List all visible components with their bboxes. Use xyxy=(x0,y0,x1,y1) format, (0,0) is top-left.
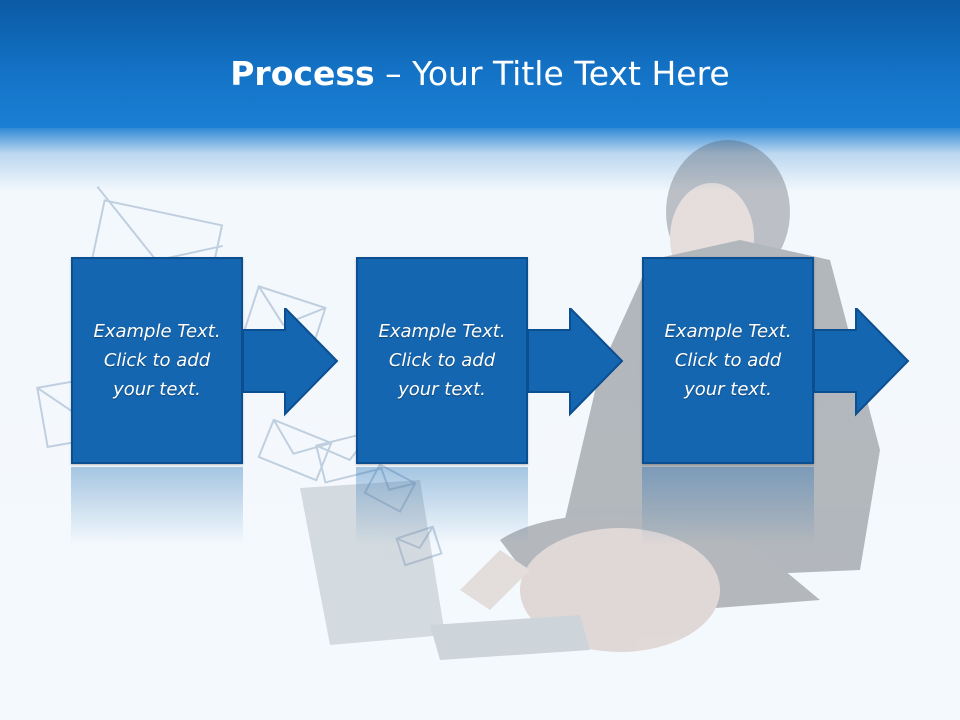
step-2-arrow xyxy=(528,308,624,417)
step-3-arrow xyxy=(814,308,910,417)
slide-title[interactable]: Process – Your Title Text Here xyxy=(0,52,960,96)
step-1-box[interactable]: Example Text. Click to add your text. xyxy=(71,257,243,464)
title-bold: Process xyxy=(230,54,375,93)
title-rest: – Your Title Text Here xyxy=(374,54,730,93)
step-3-box[interactable]: Example Text. Click to add your text. xyxy=(642,257,814,464)
step-2-box[interactable]: Example Text. Click to add your text. xyxy=(356,257,528,464)
step-1-reflection xyxy=(71,467,243,545)
step-2-text[interactable]: Example Text. Click to add your text. xyxy=(378,321,506,400)
step-3-text[interactable]: Example Text. Click to add your text. xyxy=(664,321,792,400)
step-1-text[interactable]: Example Text. Click to add your text. xyxy=(93,321,221,400)
envelope-icon xyxy=(363,463,417,513)
step-2-reflection xyxy=(356,467,528,545)
step-1-arrow xyxy=(243,308,339,417)
step-3-reflection xyxy=(642,467,814,545)
envelope-icon xyxy=(395,525,443,567)
envelope-icon xyxy=(257,418,333,482)
header-fade xyxy=(0,128,960,192)
header-band xyxy=(0,0,960,128)
